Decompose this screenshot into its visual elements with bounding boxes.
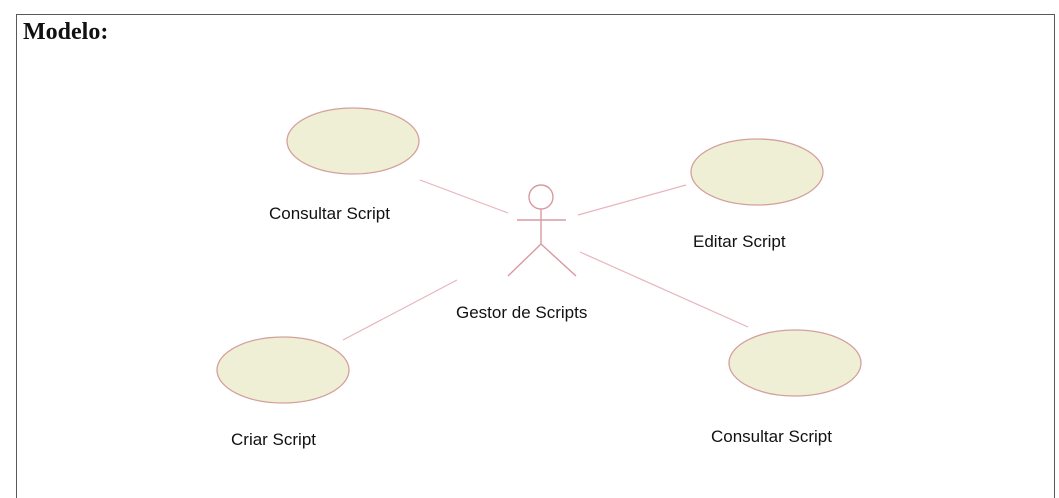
actor-gestor-icon[interactable] (507, 184, 577, 277)
association-editar (577, 184, 687, 216)
association-consultar-bottom (579, 251, 749, 328)
association-consultar-top (419, 179, 509, 214)
model-heading: Modelo: (23, 19, 109, 45)
use-case-label-consultar-bottom: Consultar Script (711, 427, 832, 446)
use-case-editar-script[interactable] (690, 138, 824, 206)
actor-label: Gestor de Scripts (456, 303, 587, 322)
use-case-label-editar: Editar Script (693, 232, 786, 251)
use-case-label-consultar-top: Consultar Script (269, 204, 390, 223)
use-case-consultar-script-bottom[interactable] (728, 329, 862, 397)
use-case-label-criar: Criar Script (231, 430, 316, 449)
association-criar (342, 279, 458, 341)
use-case-criar-script[interactable] (216, 336, 350, 404)
diagram-frame (16, 14, 1055, 498)
use-case-consultar-script-top[interactable] (286, 107, 420, 175)
